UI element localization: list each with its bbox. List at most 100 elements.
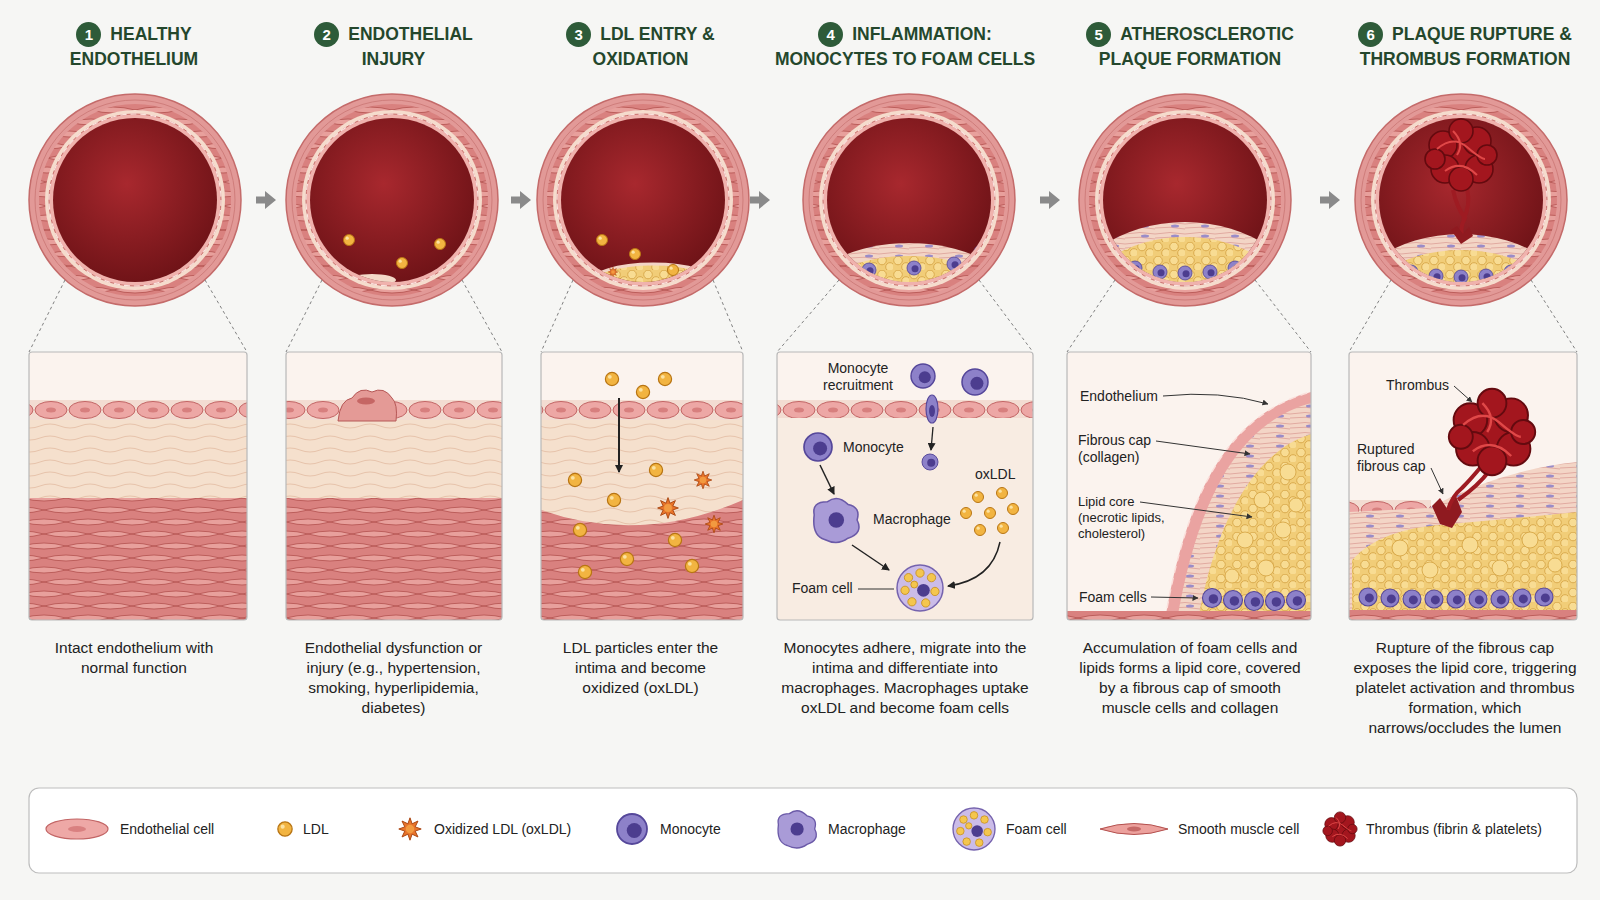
step-panel: 6PLAQUE RUPTURE & THROMBUS FORMATIONRupt… — [1340, 14, 1590, 786]
vessel-cross-section — [809, 243, 1009, 347]
vessel-cross-section — [1128, 261, 1142, 275]
detail-inset — [777, 352, 1033, 620]
detail-inset — [29, 498, 247, 620]
zoom-line — [777, 280, 1033, 352]
legend-label: Monocyte — [660, 820, 721, 838]
detail-inset — [1359, 588, 1377, 606]
detail-inset — [926, 395, 938, 423]
detail-inset — [858, 589, 894, 590]
legend-icon — [278, 822, 292, 836]
detail-inset — [814, 498, 859, 542]
detail-inset — [29, 352, 247, 620]
legend-icon — [953, 808, 995, 850]
step-caption: Endothelial dysfunction or injury (e.g.,… — [294, 638, 494, 718]
vessel-cross-section — [974, 245, 988, 259]
vessel-cross-section — [947, 257, 961, 271]
detail-inset — [541, 500, 743, 620]
detail-inset — [568, 473, 581, 486]
detail-inset — [541, 420, 743, 620]
callout-label: Thrombus — [1386, 377, 1452, 394]
zoom-line — [29, 280, 247, 352]
detail-inset — [636, 385, 649, 398]
detail-inset — [29, 352, 247, 620]
detail-inset — [1177, 403, 1311, 620]
detail-inset — [1392, 532, 1562, 578]
detail-inset — [1287, 591, 1306, 610]
detail-inset — [1198, 434, 1311, 620]
step-panel: 3LDL ENTRY & OXIDATIONLDL particles ente… — [531, 14, 750, 786]
step-heading: ATHEROSCLEROTIC PLAQUE FORMATION — [1099, 24, 1294, 69]
leader-line — [1431, 468, 1443, 494]
vessel-cross-section — [1203, 265, 1217, 279]
vessel-cross-section — [668, 265, 679, 276]
detail-inset — [1254, 492, 1270, 508]
step-panel: 1HEALTHY ENDOTHELIUMIntact endothelium w… — [12, 14, 256, 786]
leader-line — [1140, 394, 1268, 598]
step-heading-block: 2ENDOTHELIAL INJURY — [299, 22, 489, 72]
detail-inset — [286, 352, 502, 620]
vessel-cross-section — [597, 235, 608, 246]
legend-label: Thrombus (fibrin & platelets) — [1366, 820, 1542, 838]
detail-inset — [897, 565, 943, 611]
callout-label: Foam cells — [1079, 589, 1151, 606]
detail-inset — [1245, 592, 1264, 611]
detail-inset — [1352, 512, 1577, 612]
detail-inset — [998, 523, 1009, 534]
vessel-cross-section — [537, 94, 749, 306]
vessel-cross-section — [1425, 119, 1497, 191]
flow-arrow — [256, 191, 276, 209]
step-number: 4 — [818, 22, 843, 47]
detail-inset — [985, 508, 996, 519]
callout-label: Monocyte — [843, 439, 913, 456]
flow-arrow — [511, 191, 531, 209]
detail-inset — [922, 454, 938, 470]
detail-inset — [961, 508, 972, 519]
step-heading-block: 4INFLAMMATION: MONOCYTES TO FOAM CELLS — [771, 22, 1039, 72]
legend-icon — [1100, 824, 1168, 835]
detail-inset — [1392, 540, 1408, 556]
detail-inset — [1448, 468, 1490, 510]
vessel-cross-section — [589, 264, 717, 304]
legend-label: Oxidized LDL (oxLDL) — [434, 820, 571, 838]
vessel-cross-section — [1404, 265, 1418, 279]
legend-label: Endothelial cell — [120, 820, 214, 838]
detail-inset — [1008, 504, 1019, 515]
step-heading-block: 5ATHEROSCLEROTIC PLAQUE FORMATION — [1070, 22, 1310, 72]
inset-frame — [541, 352, 743, 620]
callout-label: Monocyte recruitment — [812, 360, 904, 394]
vessel-cross-section — [1429, 269, 1443, 283]
vessel-cross-section — [1178, 266, 1192, 280]
detail-inset — [1425, 590, 1443, 608]
detail-inset — [1067, 352, 1311, 620]
detail-inset — [777, 352, 1033, 620]
legend-icon — [1323, 812, 1357, 846]
leader-line — [1163, 394, 1268, 404]
detail-inset — [694, 471, 712, 489]
detail-inset — [911, 364, 935, 388]
flow-arrow — [1320, 191, 1340, 209]
detail-inset — [852, 545, 889, 570]
vessel-cross-section — [589, 235, 717, 305]
legend-label: Macrophage — [828, 820, 906, 838]
vessel-cross-section — [1479, 269, 1493, 283]
inset-frame — [777, 352, 1033, 620]
vessel-cross-section — [1355, 94, 1567, 306]
vessel-cross-section — [809, 243, 1009, 347]
step-caption: Intact endothelium with normal function — [34, 638, 234, 678]
vessel-cross-section — [1079, 94, 1291, 306]
leader-line — [1454, 386, 1472, 402]
detail-inset — [1447, 590, 1465, 608]
detail-inset — [777, 352, 1033, 400]
vessel-cross-section — [907, 261, 921, 275]
callout-label: oxLDL — [975, 466, 1021, 483]
detail-inset — [620, 552, 633, 565]
detail-inset — [1548, 558, 1562, 572]
detail-inset — [929, 405, 935, 417]
step-heading-block: 6PLAQUE RUPTURE & THROMBUS FORMATION — [1345, 22, 1585, 72]
detail-inset — [685, 559, 698, 572]
detail-inset — [541, 352, 743, 620]
step-number: 6 — [1358, 22, 1383, 47]
detail-inset — [1067, 611, 1311, 620]
step-heading: LDL ENTRY & OXIDATION — [593, 24, 715, 69]
